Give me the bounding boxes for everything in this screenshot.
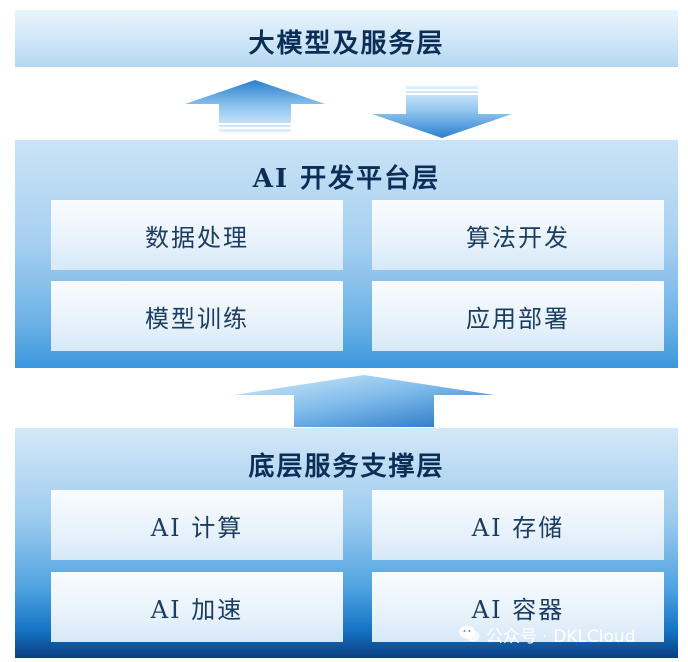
box-algorithm-development: 算法开发 <box>372 200 664 270</box>
infrastructure-support-layer: 底层服务支撑层 AI 计算 AI 存储 AI 加速 AI 容器 <box>15 428 678 658</box>
box-ai-container: AI 容器 <box>372 572 664 642</box>
layer-title-bottom: 底层服务支撑层 <box>248 452 445 482</box>
down-arrow-icon <box>372 86 512 138</box>
watermark-text: 公众号 · DKLCloud <box>486 626 636 647</box>
layer-title-top: 大模型及服务层 <box>248 29 445 59</box>
layer-title-middle: AI 开发平台层 <box>252 164 441 194</box>
box-model-training: 模型训练 <box>51 281 343 351</box>
box-ai-storage: AI 存储 <box>372 490 664 560</box>
ai-development-platform-layer: AI 开发平台层 数据处理 算法开发 模型训练 应用部署 <box>15 140 678 368</box>
up-arrow-icon <box>234 375 494 427</box>
box-application-deployment: 应用部署 <box>372 281 664 351</box>
watermark: 公众号 · DKLCloud <box>458 622 636 647</box>
box-data-processing: 数据处理 <box>51 200 343 270</box>
wechat-icon <box>459 625 480 642</box>
box-ai-compute: AI 计算 <box>51 490 343 560</box>
box-ai-acceleration: AI 加速 <box>51 572 343 642</box>
up-arrow-icon <box>185 80 325 132</box>
large-model-service-layer: 大模型及服务层 <box>15 10 678 67</box>
